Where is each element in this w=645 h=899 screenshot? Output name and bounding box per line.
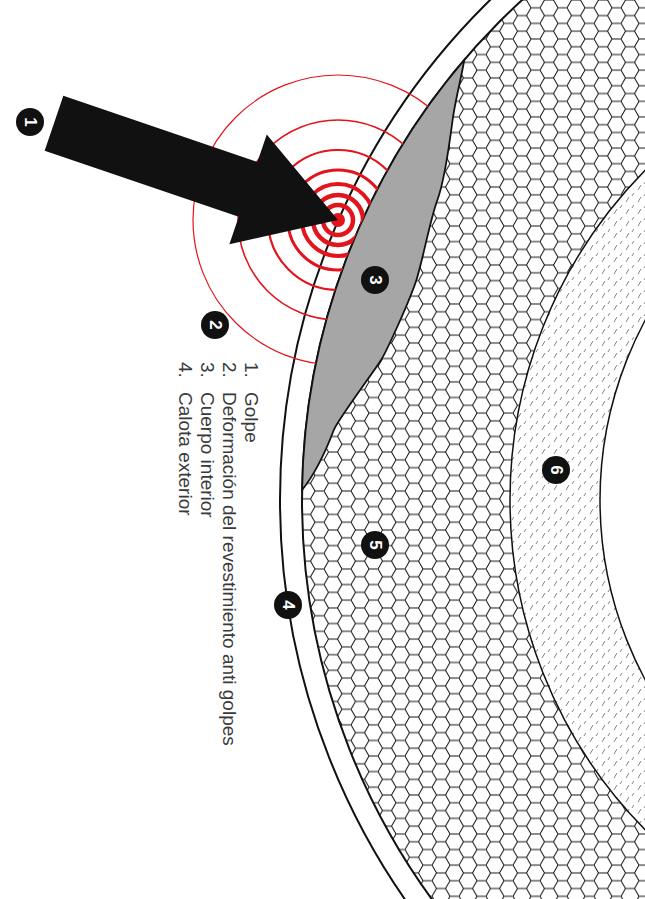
impact-arrow (35, 68, 356, 274)
list-number: 4. (174, 362, 196, 378)
list-number: 1. (240, 362, 262, 378)
list-number: 3. (196, 362, 218, 378)
callout-number: 3 (361, 266, 389, 294)
key-text: Deformación del revestimiento anti golpe… (218, 392, 240, 746)
key-text: Cuerpo interior (196, 392, 218, 518)
callout-number: 6 (542, 456, 570, 484)
callout-number: 1 (16, 108, 44, 136)
callout-number: 2 (201, 311, 229, 339)
deformed-padding (302, 60, 464, 490)
impact-arrow (35, 68, 356, 274)
inner-space (600, 120, 645, 880)
foam-layer (302, 0, 645, 899)
callout-number: 5 (361, 531, 389, 559)
key-text: Calota exterior (174, 392, 196, 516)
comfort-layer (510, 30, 645, 899)
callout-number: 4 (274, 591, 302, 619)
outer-shell (280, 0, 645, 899)
key-text: Golpe (240, 392, 262, 443)
list-number: 2. (218, 362, 240, 378)
